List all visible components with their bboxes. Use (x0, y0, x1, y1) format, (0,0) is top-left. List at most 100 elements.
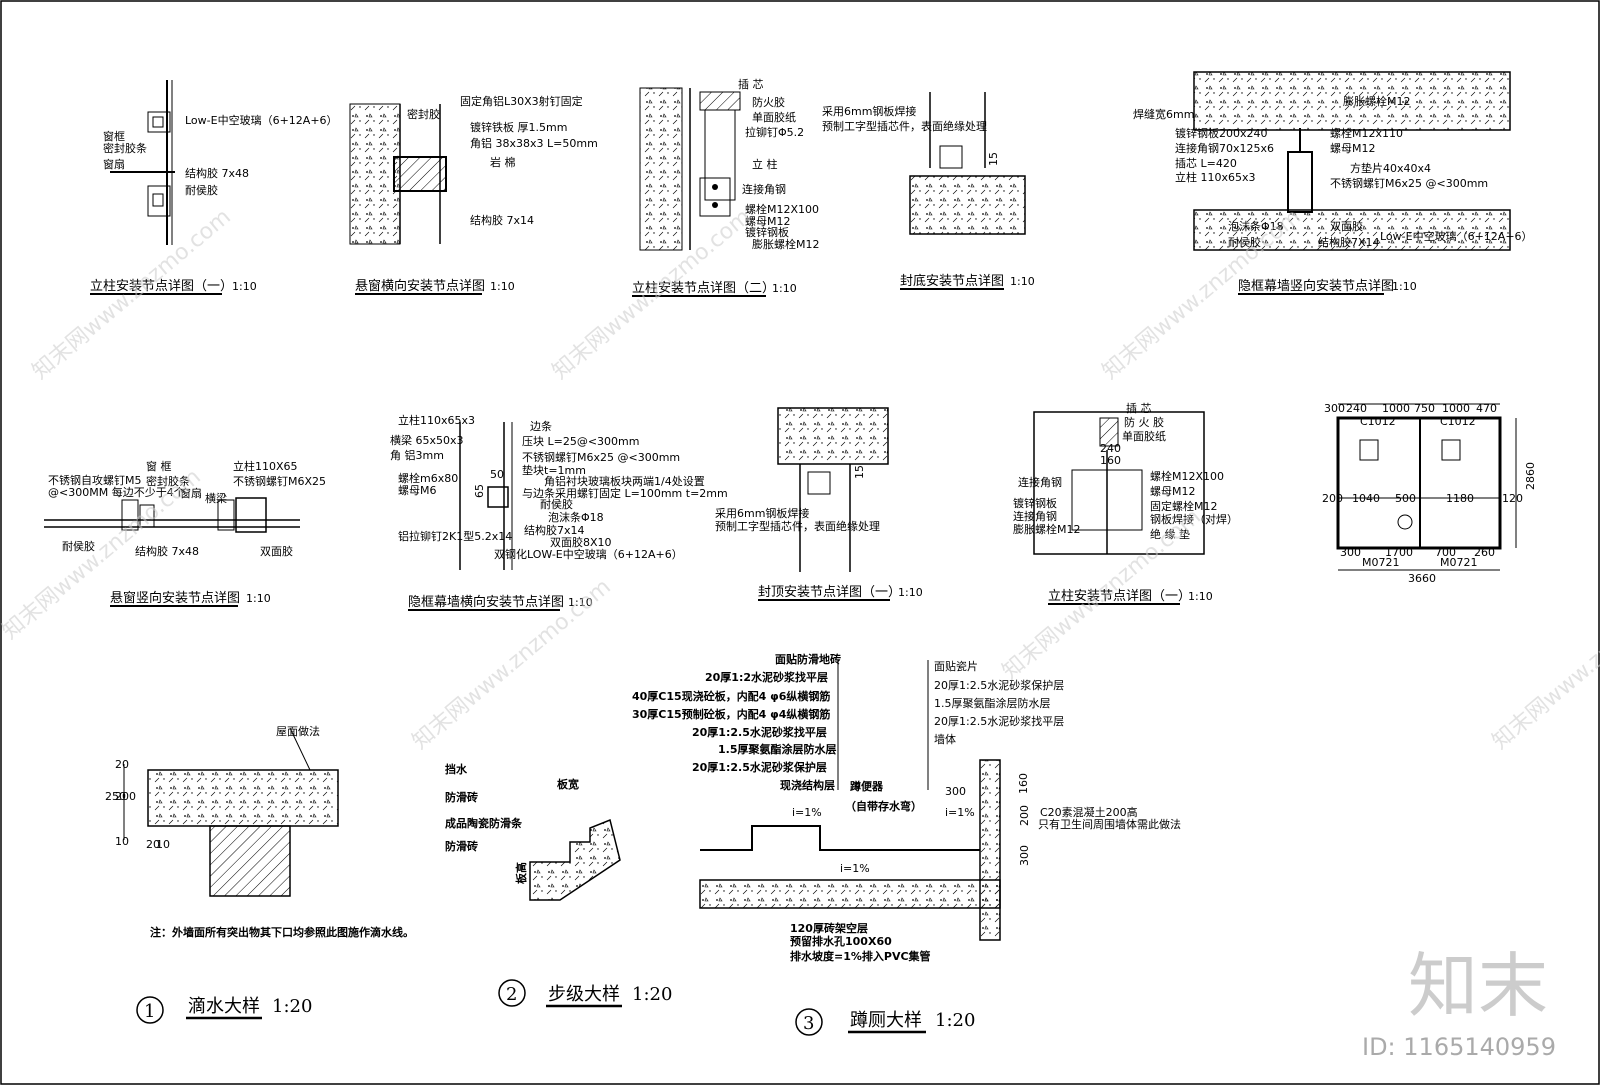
label: 窗扇 (180, 486, 202, 500)
label: 镀锌钢板 (745, 225, 789, 239)
label: 螺栓m6x80 (398, 471, 458, 485)
label: 方垫片40x40x4 (1350, 161, 1431, 175)
glass-label: Low-E中空玻璃（6+12A+6） (185, 113, 338, 127)
dim: 200 (1322, 492, 1343, 505)
label: 铝拉铆钉2K1型5.2x14 (398, 529, 512, 543)
label: 结构胶7X14 (1318, 235, 1380, 249)
label: 双面胶8X10 (550, 535, 612, 549)
label: 20厚1:2.5水泥砂浆找平层 (692, 725, 827, 739)
detail-title: 封顶安装节点详图（一） (758, 585, 901, 600)
label: 连接角钢70x125x6 (1175, 142, 1274, 155)
slope: i=1% (792, 806, 822, 819)
detail-title: 悬窗横向安装节点详图 (355, 278, 485, 294)
label: 立柱110X65 (233, 459, 298, 473)
label: 膨胀螺栓M12 (1013, 522, 1081, 536)
detail-number: 2 (506, 984, 517, 1005)
dim: 板宽 (557, 777, 579, 791)
detail-scale: 1:10 (568, 596, 593, 609)
dim: 160 (1100, 454, 1121, 467)
side-note: C20素混凝土200高 (1040, 805, 1138, 819)
label: 20厚1:2.5水泥砂浆保护层 (692, 760, 827, 774)
label: 防火胶 (752, 95, 785, 109)
label: 双钢化LOW-E中空玻璃（6+12A+6） (494, 547, 683, 561)
label: 角铝衬块玻璃板块两端1/4处设置 (544, 474, 705, 488)
dim: 120 (1502, 492, 1523, 505)
weather-label: 耐侯胶 (185, 183, 218, 197)
door-label: M0721 (1362, 556, 1400, 569)
label: 20厚1:2水泥砂浆找平层 (705, 670, 828, 684)
dim: 240 (1346, 402, 1367, 415)
label: 30厚C15预制砼板，内配4 φ4纵横钢筋 (632, 707, 830, 721)
dim: 300 (1324, 402, 1345, 415)
dim-height: 2860 (1524, 462, 1537, 490)
label: 连接角钢 (1013, 510, 1057, 523)
label: 与边条采用螺钉固定 L=100mm t=2mm (522, 486, 728, 500)
label: 连接角钢 (1018, 476, 1062, 489)
detail-scale: 1:10 (1010, 275, 1035, 288)
label: 膨胀螺栓M12 (752, 237, 820, 251)
label: 立柱110x65x3 (398, 413, 475, 427)
label: 螺栓M12X100 (1150, 469, 1224, 483)
label: 插 芯 (738, 77, 764, 91)
dim: 10 (115, 835, 129, 848)
seal-label: 密封胶条 (103, 141, 147, 155)
label: 40厚C15现浇砼板，内配4 φ6纵横钢筋 (632, 689, 830, 703)
label: 螺栓M12x110 (1330, 126, 1403, 140)
detail-scale: 1:10 (490, 280, 515, 293)
label: 防滑砖 (445, 839, 478, 853)
detail-awning-horizontal: 密封胶 固定角铝L30X3射钉固定 镀锌铁板 厚1.5mm 角铝 38x38x3… (349, 94, 598, 295)
label: 预制工字型插芯件，表面绝缘处理 (715, 519, 880, 533)
dim: 10 (156, 838, 170, 851)
detail-title: 滴水大样 (188, 996, 260, 1017)
side-note: 只有卫生间周围墙体需此做法 (1038, 817, 1181, 831)
label: 双面胶 (1330, 219, 1363, 233)
detail-scale: 1:10 (898, 586, 923, 599)
label: 成品陶瓷防滑条 (445, 816, 523, 830)
dim: 260 (1474, 546, 1495, 559)
label: 密封胶 (407, 107, 440, 121)
label: 螺母M12 (745, 215, 791, 228)
label: 结构胶7x14 (524, 523, 585, 537)
detail-title: 隐框幕墙横向安装节点详图 (408, 594, 564, 610)
dim: 1700 (1385, 546, 1413, 559)
dim: 500 (1395, 492, 1416, 505)
label: 120厚砖架空层 (790, 921, 868, 935)
brand-logo: 知末 (1408, 945, 1548, 1027)
label: 泡沫条Φ18 (548, 510, 604, 524)
label: 膨胀螺栓M12 (1343, 94, 1411, 108)
label: 耐侯胶 (1228, 235, 1261, 249)
dim: 250 (105, 790, 126, 803)
detail-mullion-1: 窗框 密封胶条 窗扇 Low-E中空玻璃（6+12A+6） 结构胶 7x48 耐… (90, 80, 338, 295)
detail-title: 蹲厕大样 (850, 1010, 922, 1031)
label: 泡沫条Φ18 (1228, 219, 1284, 233)
label: 20厚1:2.5水泥砂浆保护层 (934, 678, 1064, 692)
detail-title: 悬窗竖向安装节点详图 (110, 590, 240, 606)
label: 预制工字型插芯件，表面绝缘处理 (822, 119, 987, 133)
label: 1.5厚聚氨酯涂层防水层 (718, 742, 837, 756)
label: Low-E中空玻璃（6+12A+6） (1380, 229, 1533, 243)
dim-total: 3660 (1408, 572, 1436, 585)
dim: 200 (1018, 805, 1031, 826)
detail-scale: 1:10 (772, 282, 797, 295)
detail-bottom-seal: 采用6mm钢板焊接 预制工字型插芯件，表面绝缘处理 15 封底安装节点详图 1:… (822, 92, 1035, 290)
detail-scale: 1:10 (232, 280, 257, 293)
label: 垫块t=1mm (522, 463, 586, 477)
label: 窗 框 (146, 459, 172, 473)
dim: 1000 (1442, 402, 1470, 415)
detail-scale: 1:10 (246, 592, 271, 605)
label: 螺母M12 (1150, 485, 1196, 498)
label: 结构胶 7x14 (470, 213, 534, 227)
label: 防 火 胶 (1124, 415, 1164, 429)
label: 螺母M6 (398, 484, 437, 497)
label: 横梁 65x50x3 (390, 433, 464, 447)
label: 螺母M12 (1330, 142, 1376, 155)
detail-title: 隐框幕墙竖向安装节点详图 (1238, 278, 1394, 294)
label: 固定螺栓M12 (1150, 499, 1218, 513)
dim: 700 (1435, 546, 1456, 559)
dim: 65 (473, 484, 486, 498)
label: 单面胶纸 (752, 110, 796, 124)
label: 角铝 38x38x3 L=50mm (470, 136, 598, 150)
label: 拉铆钉Φ5.2 (745, 125, 804, 139)
label: 预留排水孔100X60 (790, 934, 892, 948)
